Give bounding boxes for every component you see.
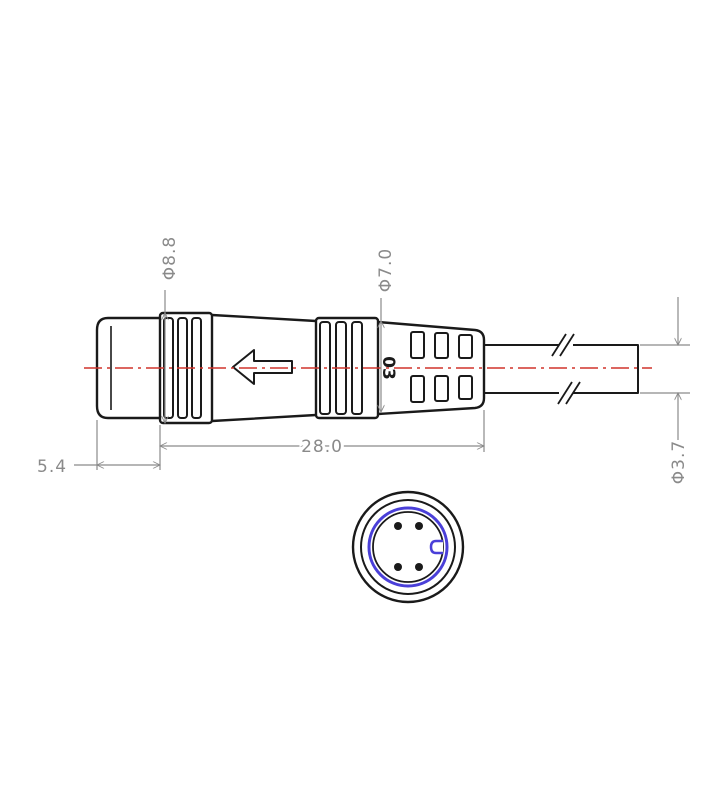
pin-1 [394, 522, 402, 530]
cable [484, 333, 639, 405]
pin-4 [415, 563, 423, 571]
outer-shell [351, 490, 465, 604]
length-label: 28.0 [301, 437, 343, 457]
tapered-body [211, 313, 317, 423]
cable-diameter-label: Φ3.7 [669, 440, 689, 484]
pin-3 [394, 563, 402, 571]
dimension-lines [74, 290, 690, 470]
pin-2 [415, 522, 423, 530]
grip-diameter-label: Φ7.0 [376, 248, 396, 292]
body-diameter-label: Φ8.8 [160, 236, 180, 280]
keying-notch [429, 539, 443, 555]
direction-arrow [232, 349, 293, 385]
contact-ring [367, 506, 449, 588]
inner-shell [360, 499, 456, 595]
connector-front-view [351, 490, 465, 604]
strain-relief [377, 320, 486, 416]
nose-length-label: 5.4 [37, 457, 67, 477]
